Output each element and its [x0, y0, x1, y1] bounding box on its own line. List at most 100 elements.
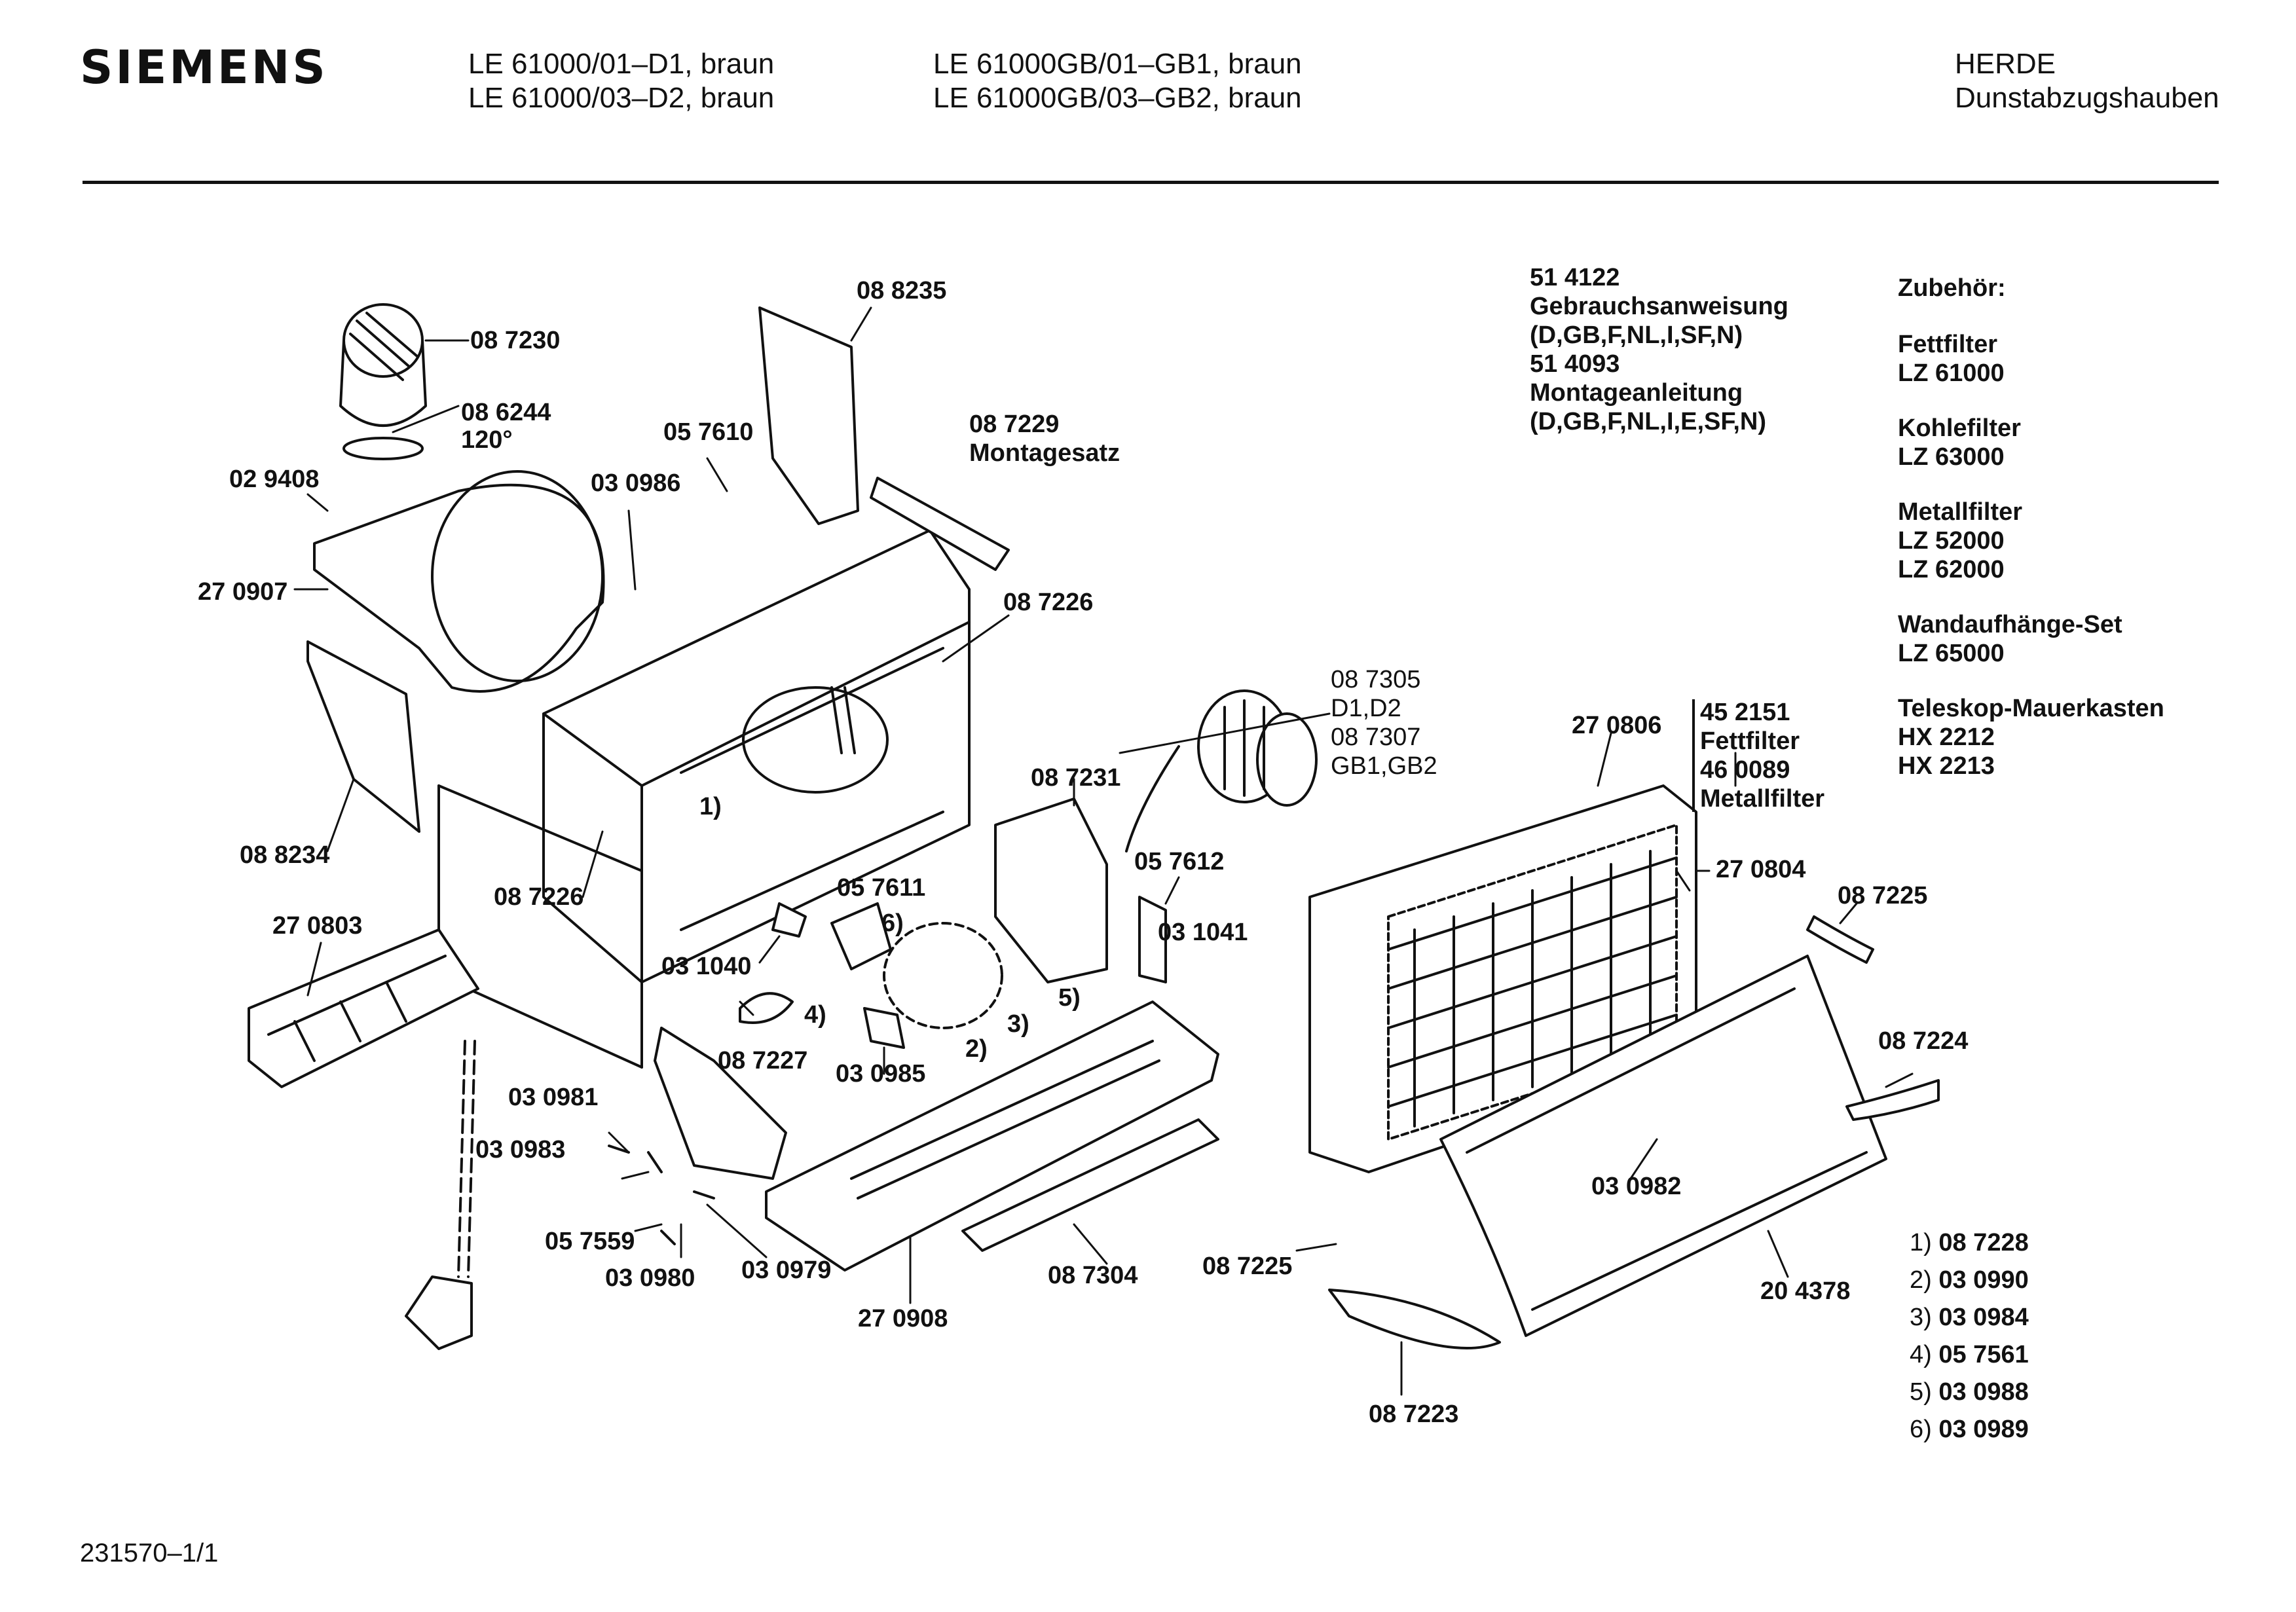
sub-part-code: 03 0989	[1938, 1416, 2029, 1443]
sub-part-number: 6)	[1910, 1416, 1932, 1443]
part-label: 27 0803	[272, 912, 363, 940]
part-label: 05 7559	[545, 1228, 635, 1255]
sub-part-number: 2)	[1910, 1266, 1932, 1294]
accessory-name: Metallfilter	[1898, 498, 2023, 526]
model-line: LE 61000GB/01–GB1, braun	[933, 48, 1302, 80]
trim-piece-upper	[1806, 915, 1874, 964]
lamp-holder	[654, 1027, 787, 1180]
part-label: 08 8235	[857, 277, 947, 304]
sub-part-row: 3) 03 0984	[1910, 1299, 2029, 1336]
accessory-group: Wandaufhänge-Set LZ 65000	[1898, 610, 2164, 668]
screw-group	[608, 1145, 715, 1245]
doc-line: 51 4122	[1530, 264, 1620, 291]
sub-parts-list: 1) 08 7228 2) 03 0990 3) 03 0984 4) 05 7…	[1910, 1224, 2029, 1448]
part-label: 27 0907	[198, 578, 288, 606]
model-line: LE 61000GB/03–GB2, braun	[933, 82, 1302, 114]
power-cord	[457, 1040, 476, 1278]
callout-label: 6)	[881, 909, 904, 937]
part-label: 08 7226	[494, 883, 584, 911]
footer-code: 231570–1/1	[80, 1539, 219, 1567]
accessory-group: Kohlefilter LZ 63000	[1898, 414, 2164, 471]
part-label: 27 0804	[1716, 856, 1806, 883]
plug	[405, 1275, 473, 1350]
accessories-block: Zubehör: Fettfilter LZ 61000 Kohlefilter…	[1898, 274, 2164, 780]
accessory-group: Metallfilter LZ 52000 LZ 62000	[1898, 498, 2164, 584]
accessory-code: HX 2213	[1898, 752, 1995, 780]
filter-line: Fettfilter	[1700, 727, 1800, 755]
doc-line: (D,GB,F,NL,I,SF,N)	[1530, 321, 1743, 349]
motor-line: 08 7307	[1331, 724, 1421, 751]
model-line: LE 61000/03–D2, braun	[468, 82, 775, 114]
doc-line: 51 4093	[1530, 350, 1620, 378]
trim-piece-lower	[1845, 1079, 1940, 1121]
documents-block: 51 4122 Gebrauchsanweisung (D,GB,F,NL,I,…	[1530, 263, 1788, 436]
sub-part-code: 05 7561	[1938, 1341, 2029, 1368]
sub-part-number: 4)	[1910, 1341, 1932, 1368]
curved-trim	[1328, 1289, 1501, 1349]
part-label: 08 7225	[1202, 1253, 1293, 1280]
category-line: Dunstabzugshauben	[1955, 82, 2219, 114]
part-label: 08 7227	[718, 1047, 808, 1074]
header-rule	[83, 181, 2219, 184]
filter-line: 45 2151	[1700, 699, 1790, 726]
part-label: 03 0981	[508, 1084, 599, 1111]
sub-part-row: 6) 03 0989	[1910, 1411, 2029, 1448]
accessory-code: LZ 52000	[1898, 527, 2005, 555]
accessory-code: LZ 61000	[1898, 359, 2005, 387]
switch-057612	[1138, 896, 1167, 983]
part-label: 08 7304	[1048, 1262, 1138, 1289]
rail-bracket	[870, 477, 1010, 571]
motor-line: 08 7305	[1331, 666, 1421, 693]
doc-line: Montageanleitung	[1530, 379, 1743, 407]
sub-part-row: 2) 03 0990	[1910, 1262, 2029, 1299]
motor-line: GB1,GB2	[1331, 752, 1437, 780]
filter-block: 45 2151 Fettfilter 46 0089 Metallfilter	[1700, 698, 1824, 813]
part-label: 08 7224	[1878, 1027, 1969, 1055]
accessories-title: Zubehör:	[1898, 274, 2006, 302]
part-label: 03 0985	[836, 1060, 926, 1088]
side-panel-left	[306, 640, 420, 833]
angle-label: 120°	[461, 426, 513, 454]
plate-030985	[863, 1007, 905, 1049]
part-label: 03 0986	[591, 469, 681, 497]
part-label: 03 0982	[1591, 1173, 1682, 1200]
housing-body	[437, 529, 971, 1069]
accessory-name: Kohlefilter	[1898, 414, 2021, 442]
accessory-code: LZ 65000	[1898, 640, 2005, 667]
callout-label: 2)	[965, 1035, 988, 1063]
part-label: 20 4378	[1760, 1277, 1851, 1305]
accessory-group: Teleskop-Mauerkasten HX 2212 HX 2213	[1898, 694, 2164, 780]
filter-block-bar	[1692, 699, 1695, 812]
part-label: 05 7611	[837, 874, 926, 902]
part-label: 03 1040	[661, 953, 752, 980]
accessory-name: Fettfilter	[1898, 331, 1997, 358]
part-label: 05 7610	[663, 418, 754, 446]
motor-assembly	[1125, 689, 1318, 852]
vent-cylinder	[339, 303, 427, 460]
fan-housing	[313, 470, 605, 693]
part-label: Montagesatz	[969, 439, 1120, 467]
bulb	[739, 992, 794, 1024]
callout-label: 1)	[699, 793, 722, 820]
sub-part-code: 03 0988	[1938, 1378, 2029, 1406]
filter-line: Metallfilter	[1700, 785, 1825, 813]
visor-panel	[1439, 955, 1887, 1337]
part-label: 08 7229	[969, 411, 1060, 438]
category-line: HERDE	[1955, 48, 2056, 80]
part-label: 05 7612	[1134, 848, 1225, 875]
part-label: 03 0979	[741, 1256, 832, 1284]
accessory-group: Fettfilter LZ 61000	[1898, 330, 2164, 388]
doc-line: (D,GB,F,NL,I,E,SF,N)	[1530, 408, 1766, 435]
brand-logo: SIEMENS	[80, 41, 328, 94]
part-label: 03 0983	[475, 1136, 566, 1163]
part-label: 08 6244	[461, 399, 551, 426]
models-left: LE 61000/01–D1, braun LE 61000/03–D2, br…	[468, 47, 774, 115]
sub-part-row: 4) 05 7561	[1910, 1336, 2029, 1374]
category: HERDE Dunstabzugshauben	[1955, 47, 2219, 115]
leader-lines	[293, 306, 1914, 1396]
callout-label: 4)	[804, 1001, 826, 1029]
dashed-circle	[883, 922, 1003, 1029]
models-right: LE 61000GB/01–GB1, braun LE 61000GB/03–G…	[933, 47, 1302, 115]
part-label: 08 8234	[240, 841, 330, 869]
